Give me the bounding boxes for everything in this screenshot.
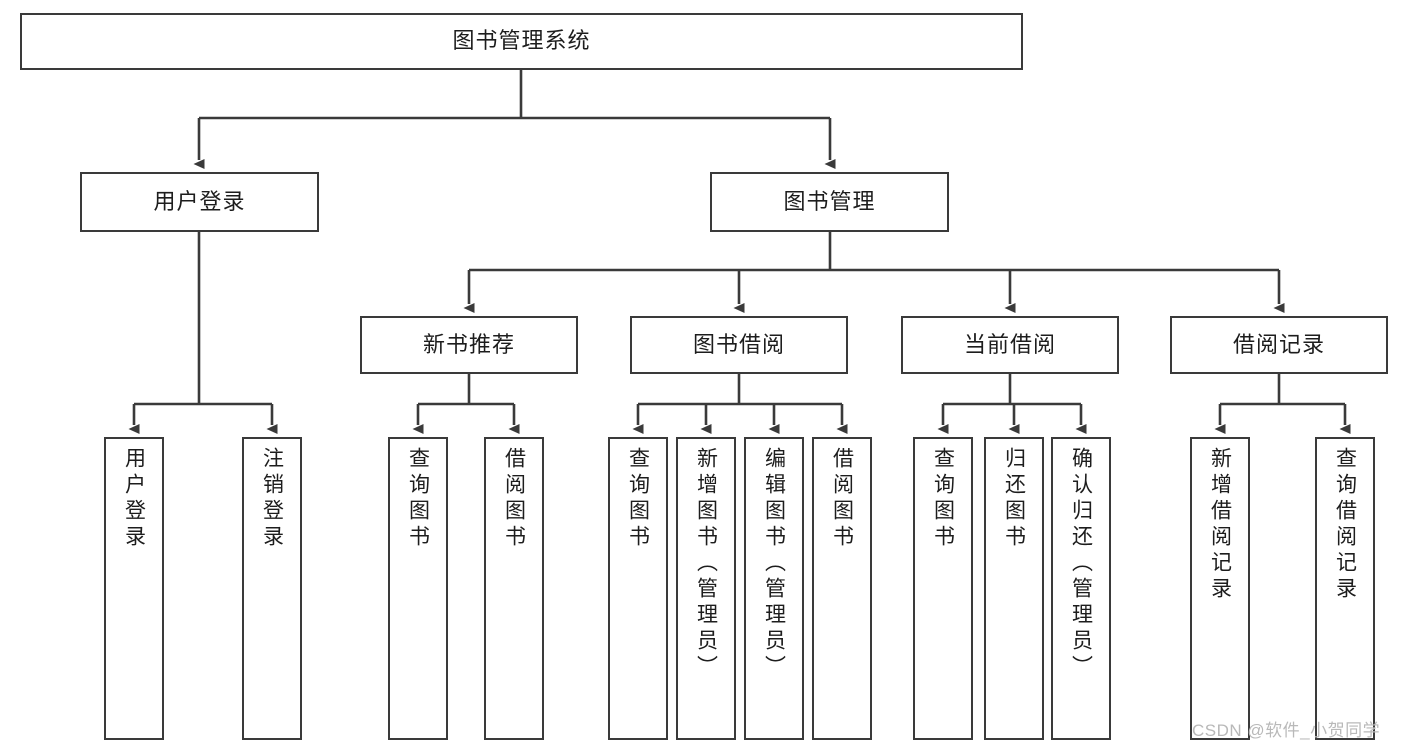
node-book-manage[interactable]: 图书管理 [710,172,949,232]
node-leaf-borrow-book-1[interactable]: 借阅图书 [484,437,544,740]
node-leaf-add-book-label: 新增图书（管理员） [694,447,718,681]
node-leaf-edit-book-label: 编辑图书（管理员） [762,447,786,681]
node-root[interactable]: 图书管理系统 [20,13,1023,70]
node-book-borrow[interactable]: 图书借阅 [630,316,848,374]
node-book-manage-label: 图书管理 [783,188,876,214]
node-leaf-logout[interactable]: 注销登录 [242,437,302,740]
node-borrow-record[interactable]: 借阅记录 [1170,316,1388,374]
node-leaf-user-login-label: 用户登录 [122,447,146,551]
node-current-borrow[interactable]: 当前借阅 [901,316,1119,374]
node-leaf-query-book-1[interactable]: 查询图书 [388,437,448,740]
node-root-label: 图书管理系统 [452,28,591,54]
node-leaf-query-book-2-label: 查询图书 [626,447,650,551]
node-leaf-borrow-book-2-label: 借阅图书 [830,447,854,551]
node-leaf-return-book[interactable]: 归还图书 [984,437,1044,740]
node-leaf-query-book-1-label: 查询图书 [406,447,430,551]
node-user-login[interactable]: 用户登录 [80,172,319,232]
node-leaf-query-book-3[interactable]: 查询图书 [913,437,973,740]
node-leaf-return-book-label: 归还图书 [1002,447,1026,551]
node-leaf-query-book-2[interactable]: 查询图书 [608,437,668,740]
node-leaf-edit-book[interactable]: 编辑图书（管理员） [744,437,804,740]
node-current-borrow-label: 当前借阅 [963,331,1056,357]
node-leaf-logout-label: 注销登录 [260,447,284,551]
node-user-login-label: 用户登录 [153,188,246,214]
node-leaf-query-book-3-label: 查询图书 [931,447,955,551]
node-book-borrow-label: 图书借阅 [692,331,785,357]
node-leaf-query-record[interactable]: 查询借阅记录 [1315,437,1375,740]
node-leaf-confirm-return[interactable]: 确认归还（管理员） [1051,437,1111,740]
node-leaf-borrow-book-1-label: 借阅图书 [502,447,526,551]
node-new-book-recommend-label: 新书推荐 [422,331,515,357]
node-leaf-confirm-return-label: 确认归还（管理员） [1069,447,1093,681]
node-leaf-add-record[interactable]: 新增借阅记录 [1190,437,1250,740]
node-leaf-add-record-label: 新增借阅记录 [1208,447,1232,603]
csdn-watermark: CSDN @软件_小贺同学 [1192,721,1381,740]
node-leaf-user-login[interactable]: 用户登录 [104,437,164,740]
node-leaf-query-record-label: 查询借阅记录 [1333,447,1357,603]
node-leaf-add-book[interactable]: 新增图书（管理员） [676,437,736,740]
node-new-book-recommend[interactable]: 新书推荐 [360,316,578,374]
node-borrow-record-label: 借阅记录 [1232,331,1325,357]
node-leaf-borrow-book-2[interactable]: 借阅图书 [812,437,872,740]
